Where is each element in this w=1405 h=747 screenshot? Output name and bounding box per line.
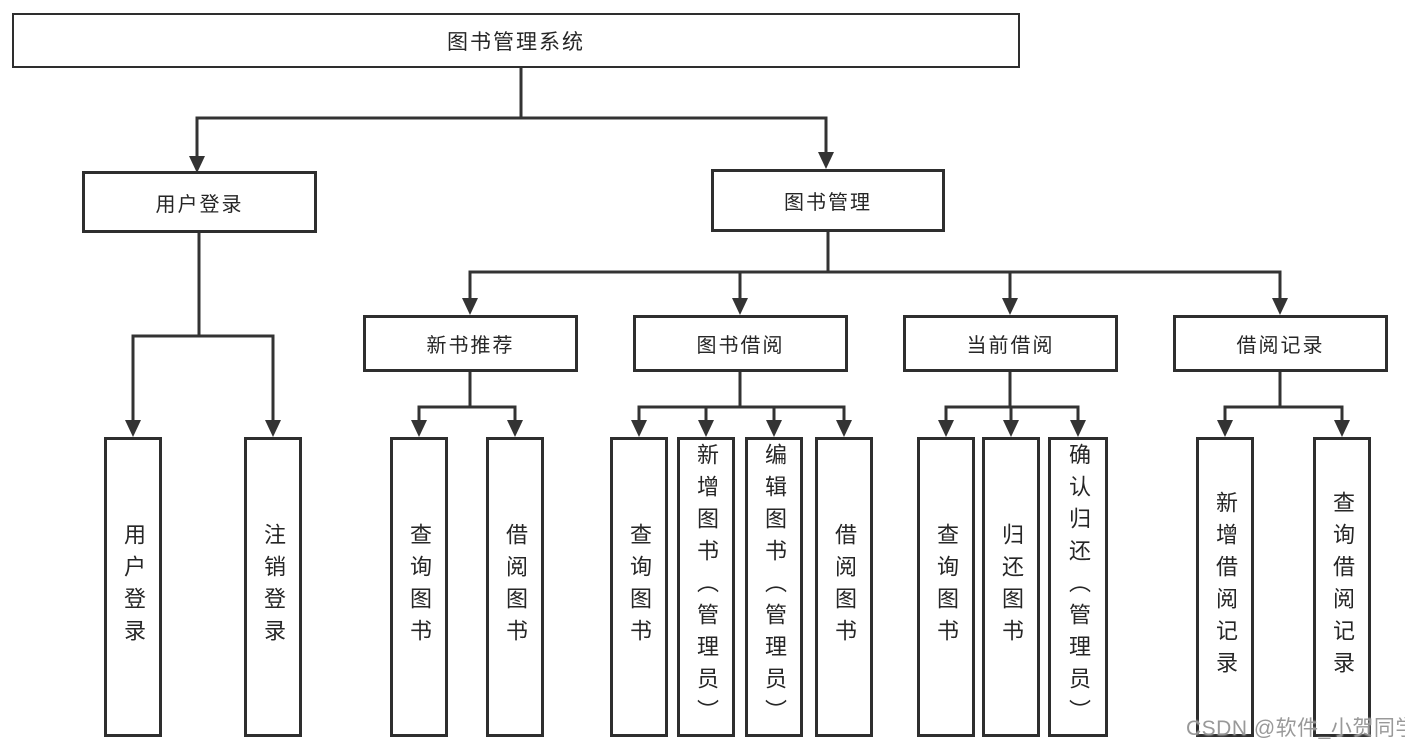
leaf-return-books: 归还图书 [982, 437, 1040, 737]
leaf-user-login-label: 用户登录 [121, 523, 146, 651]
node-new-book-recommend-label: 新书推荐 [426, 335, 515, 357]
node-new-book-recommend: 新书推荐 [363, 315, 578, 372]
node-current-borrowing-label: 当前借阅 [966, 335, 1055, 357]
leaf-confirm-return-admin: 确认归还（管理员） [1048, 437, 1108, 737]
node-borrowing-records-label: 借阅记录 [1236, 335, 1325, 357]
leaf-logout-label: 注销登录 [261, 523, 286, 651]
connector-user-login [125, 233, 281, 437]
leaf-query-borrow-record-label: 查询借阅记录 [1330, 491, 1355, 683]
leaf-add-borrow-record: 新增借阅记录 [1196, 437, 1254, 737]
node-book-management-label: 图书管理 [784, 192, 872, 214]
leaf-edit-books-admin-label: 编辑图书（管理员） [762, 443, 787, 731]
leaf-confirm-return-admin-label: 确认归还（管理员） [1066, 443, 1091, 731]
leaf-query-books-recommend-label: 查询图书 [407, 523, 432, 651]
node-user-login: 用户登录 [82, 171, 317, 233]
leaf-query-books-recommend: 查询图书 [390, 437, 448, 737]
connector-book-management [462, 232, 1288, 315]
node-user-login-label: 用户登录 [155, 193, 244, 216]
node-book-management: 图书管理 [711, 169, 945, 232]
leaf-query-books-borrowing: 查询图书 [610, 437, 668, 737]
leaf-edit-books-admin: 编辑图书（管理员） [745, 437, 803, 737]
leaf-user-login: 用户登录 [104, 437, 162, 737]
leaf-add-borrow-record-label: 新增借阅记录 [1213, 491, 1238, 683]
leaf-logout: 注销登录 [244, 437, 302, 737]
leaf-query-books-borrowing-label: 查询图书 [627, 523, 652, 651]
leaf-query-borrow-record: 查询借阅记录 [1313, 437, 1371, 737]
node-book-borrowing: 图书借阅 [633, 315, 848, 372]
leaf-add-books-admin: 新增图书（管理员） [677, 437, 735, 737]
leaf-borrow-books-recommend: 借阅图书 [486, 437, 544, 737]
connector-root [189, 68, 834, 173]
leaf-query-books-current-label: 查询图书 [934, 523, 959, 651]
leaf-query-books-current: 查询图书 [917, 437, 975, 737]
node-borrowing-records: 借阅记录 [1173, 315, 1388, 372]
node-book-borrowing-label: 图书借阅 [696, 335, 785, 357]
connector-borrowing-records [1217, 372, 1350, 437]
leaf-borrow-books-label: 借阅图书 [832, 523, 857, 651]
leaf-borrow-books: 借阅图书 [815, 437, 873, 737]
leaf-return-books-label: 归还图书 [999, 523, 1024, 651]
node-root-label: 图书管理系统 [447, 30, 585, 54]
node-current-borrowing: 当前借阅 [903, 315, 1118, 372]
node-root: 图书管理系统 [12, 13, 1020, 68]
connector-new-book-recommend [411, 372, 523, 437]
leaf-borrow-books-recommend-label: 借阅图书 [503, 523, 528, 651]
connector-current-borrowing [938, 372, 1086, 437]
csdn-watermark: CSDN @软件_小贺同学 [1186, 717, 1405, 740]
leaf-add-books-admin-label: 新增图书（管理员） [694, 443, 719, 731]
connector-book-borrowing [631, 372, 852, 437]
